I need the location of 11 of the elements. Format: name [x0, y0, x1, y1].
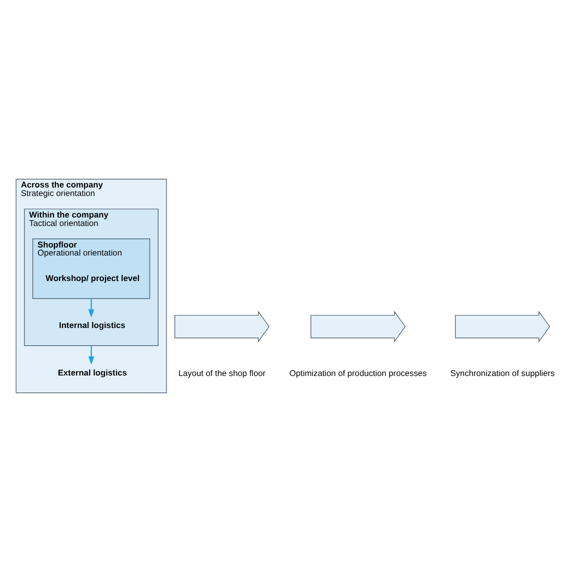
node-text: Workshop/ project level	[46, 273, 140, 284]
node-text: External logistics	[58, 367, 127, 378]
node-label: Layout of the shop floor	[178, 368, 266, 378]
node-arrow	[310, 310, 406, 342]
node-arrow	[455, 310, 550, 342]
node-arrow	[174, 310, 270, 342]
node-label: Optimization of production processes	[289, 368, 427, 378]
node-label: Synchronization of suppliers	[450, 368, 555, 378]
node-text: Internal logistics	[59, 320, 126, 330]
arrow	[88, 346, 94, 365]
arrow	[88, 298, 94, 318]
